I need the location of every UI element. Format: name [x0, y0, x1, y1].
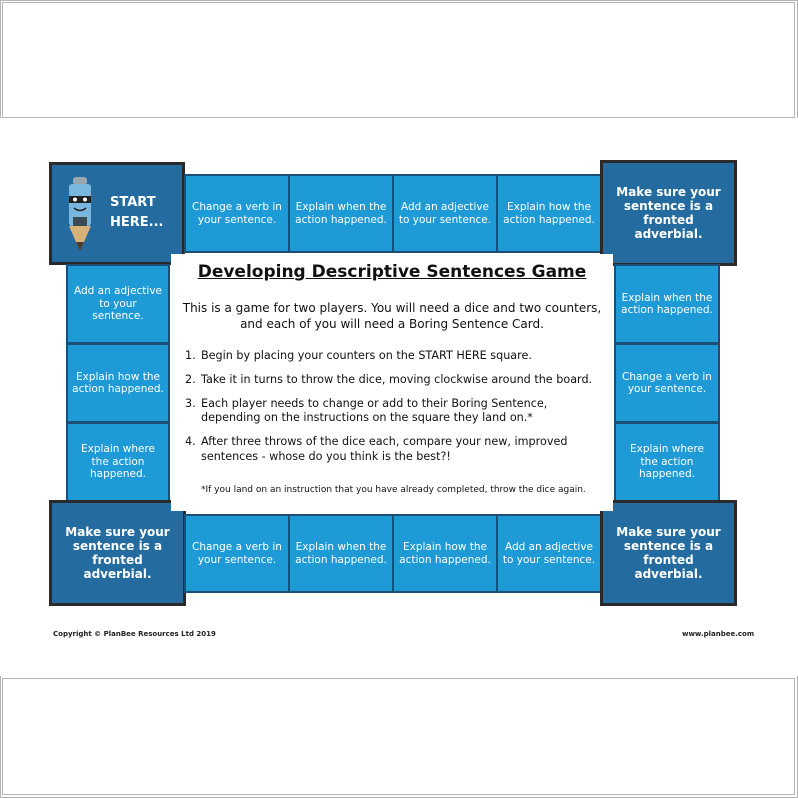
bottom-blank-band	[2, 678, 795, 795]
start-label: START HERE...	[110, 195, 164, 230]
square-bottom-4: Add an adjective to your sentence.	[496, 514, 602, 593]
list-item: 1.Begin by placing your counters on the …	[185, 349, 532, 362]
instruction-list: 1.Begin by placing your counters on the …	[185, 349, 605, 474]
square-bottom-1: Change a verb in your sentence.	[184, 514, 290, 593]
square-left-3: Explain where the action happened.	[66, 422, 170, 502]
square-right-3: Explain where the action happened.	[614, 422, 720, 502]
square-bottom-2: Explain when the action happened.	[288, 514, 394, 593]
list-item: 4.After three throws of the dice each, c…	[185, 435, 568, 463]
square-right-1: Explain when the action happened.	[614, 264, 720, 344]
corner-top-right: Make sure your sentence is a fronted adv…	[600, 160, 737, 266]
game-title: Developing Descriptive Sentences Game	[197, 262, 587, 282]
top-blank-band	[2, 2, 795, 118]
corner-bottom-left: Make sure your sentence is a fronted adv…	[49, 500, 186, 606]
square-right-2: Change a verb in your sentence.	[614, 343, 720, 423]
corner-bottom-right: Make sure your sentence is a fronted adv…	[600, 500, 737, 606]
list-item: 3.Each player needs to change or add to …	[185, 396, 548, 425]
square-bottom-3: Explain how the action happened.	[392, 514, 498, 593]
square-top-3: Add an adjective to your sentence.	[392, 174, 498, 253]
square-left-1: Add an adjective to your sentence.	[66, 264, 170, 344]
square-left-2: Explain how the action happened.	[66, 343, 170, 423]
intro-text: This is a game for two players. You will…	[182, 301, 602, 332]
footnote: *If you land on an instruction that you …	[201, 485, 586, 495]
square-top-2: Explain when the action happened.	[288, 174, 394, 253]
instructions-panel: Developing Descriptive Sentences Game Th…	[171, 254, 613, 511]
copyright-text: Copyright © PlanBee Resources Ltd 2019	[53, 630, 216, 638]
website-text: www.planbee.com	[682, 630, 755, 638]
pencil-mascot-icon	[69, 177, 91, 251]
square-top-4: Explain how the action happened.	[496, 174, 602, 253]
start-square: START HERE...	[49, 162, 185, 265]
list-item: 2.Take it in turns to throw the dice, mo…	[185, 372, 593, 386]
square-top-1: Change a verb in your sentence.	[184, 174, 290, 253]
